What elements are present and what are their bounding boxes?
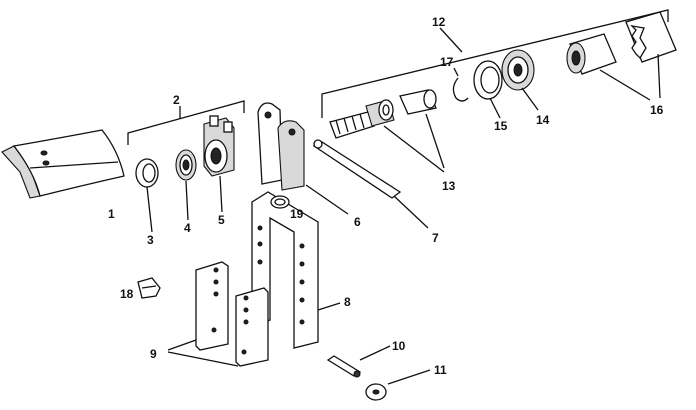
callout-7: 7 [432, 231, 439, 245]
callout-14: 14 [536, 113, 550, 127]
callout-11: 11 [434, 363, 447, 377]
part-16-bushing-a [566, 33, 617, 75]
callout-6: 6 [354, 215, 361, 229]
callout-18: 18 [120, 287, 134, 301]
callout-16: 16 [650, 103, 664, 117]
part-19-bushing [270, 195, 290, 209]
part-1-cover-plate [1, 129, 125, 199]
callout-9: 9 [150, 347, 157, 361]
callout-1: 1 [108, 207, 115, 221]
part-10-pin [326, 345, 391, 378]
part-9-leaders [167, 339, 239, 367]
part-18-clip [137, 277, 161, 299]
callout-10: 10 [392, 339, 406, 353]
callout-3: 3 [147, 233, 154, 247]
part-4-bearing [175, 149, 197, 221]
part-6-link [257, 102, 349, 215]
callout-labels: 1 2 3 4 5 6 7 8 9 10 11 12 13 14 15 16 1… [108, 15, 664, 377]
part-9-shim-back [195, 261, 229, 351]
part-12-group [321, 9, 669, 118]
part-9-shim-front [235, 287, 269, 367]
part-14-bearing [501, 49, 539, 111]
callout-12: 12 [432, 15, 446, 29]
callout-8: 8 [344, 295, 351, 309]
part-15-washer [473, 60, 503, 119]
part-2-group [127, 100, 245, 145]
callout-5: 5 [218, 213, 225, 227]
part-16-bushing-b [599, 11, 677, 101]
part-11-washer [365, 369, 431, 401]
callout-17: 17 [440, 55, 454, 69]
part-13-sleeve [383, 89, 445, 173]
part-13-shaft [329, 99, 395, 139]
part-5-clevis-block [203, 115, 235, 213]
part-7-pin [312, 139, 429, 229]
callout-4: 4 [184, 221, 191, 235]
part-17-retaining-ring [452, 67, 469, 102]
part-3-snap-ring [135, 158, 159, 233]
callout-15: 15 [494, 119, 508, 133]
callout-13: 13 [442, 179, 456, 193]
callout-2: 2 [173, 93, 180, 107]
callout-19: 19 [290, 207, 304, 221]
